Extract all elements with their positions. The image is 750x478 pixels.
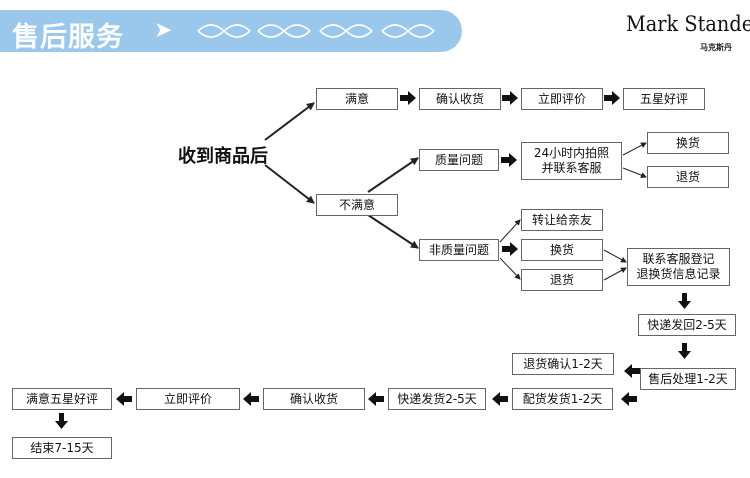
- node-non-quality-issue: 非质量问题: [419, 239, 499, 261]
- node-review-now: 立即评价: [521, 88, 603, 110]
- block-arrow-left-4: [368, 392, 384, 406]
- node-nq-exchange: 换货: [521, 239, 603, 261]
- node-nq-return: 退货: [521, 269, 603, 291]
- banner-arrow-icon: ➤: [154, 18, 173, 43]
- photo-contact-line1: 24小时内拍照: [533, 146, 610, 160]
- register-line2: 退换货信息记录: [636, 267, 721, 281]
- arrow-root-to-unsatisfied: [264, 164, 315, 204]
- node-ship-back: 快递发回2-5天: [638, 314, 736, 336]
- block-arrow-right-1: [400, 91, 416, 105]
- block-arrow-right-3: [604, 91, 620, 105]
- arrow-unsat-to-quality: [367, 157, 419, 193]
- arrow-action-to-return: [622, 167, 647, 178]
- node-quality-return: 退货: [647, 166, 729, 188]
- node-five-star: 五星好评: [623, 88, 705, 110]
- node-unsatisfied: 不满意: [316, 194, 398, 216]
- node-bottom-confirm: 确认收货: [263, 388, 365, 410]
- block-arrow-down-1: [678, 293, 691, 309]
- arrow-nq-to-gift: [499, 219, 521, 243]
- node-photo-contact: 24小时内拍照 并联系客服: [521, 142, 622, 180]
- banner-title: 售后服务: [12, 22, 124, 53]
- node-bottom-five-star: 满意五星好评: [12, 388, 112, 410]
- node-confirm-receipt: 确认收货: [419, 88, 501, 110]
- node-prepare-ship: 配货发货1-2天: [512, 388, 613, 410]
- block-arrow-right-4: [501, 153, 517, 167]
- node-satisfied: 满意: [316, 88, 398, 110]
- header-banner: 售后服务 ➤: [0, 10, 462, 53]
- arrow-exchange-to-register: [603, 249, 627, 263]
- arrow-nq-to-return: [499, 257, 521, 280]
- node-bottom-review: 立即评价: [136, 388, 240, 410]
- root-node: 收到商品后: [178, 146, 268, 167]
- node-return-confirm: 退货确认1-2天: [512, 353, 614, 375]
- arrow-return-to-register: [603, 267, 627, 281]
- register-line1: 联系客服登记: [642, 252, 715, 266]
- block-arrow-down-3: [55, 413, 68, 429]
- block-arrow-right-2: [502, 91, 518, 105]
- node-express-ship: 快递发货2-5天: [388, 388, 486, 410]
- node-quality-issue: 质量问题: [419, 149, 499, 171]
- block-arrow-left-5: [243, 392, 259, 406]
- node-quality-exchange: 换货: [647, 132, 729, 154]
- block-arrow-left-1: [624, 364, 640, 378]
- block-arrow-right-5: [502, 242, 518, 256]
- brand-subtitle: 马克斯丹: [700, 43, 732, 52]
- block-arrow-left-6: [116, 392, 132, 406]
- photo-contact-line2: 并联系客服: [541, 161, 602, 175]
- brand-logo: Mark Standen: [626, 12, 750, 36]
- arrow-root-to-satisfied: [264, 102, 315, 141]
- arrow-action-to-exchange: [622, 142, 647, 156]
- arrow-unsat-to-nonquality: [367, 214, 419, 249]
- block-arrow-left-3: [492, 392, 508, 406]
- node-end: 结束7-15天: [12, 437, 112, 459]
- node-gift-to-friend: 转让给亲友: [521, 209, 603, 231]
- block-arrow-down-2: [678, 343, 691, 359]
- node-register-service: 联系客服登记 退换货信息记录: [627, 248, 730, 286]
- banner-pattern-icon: [197, 24, 435, 38]
- block-arrow-left-2: [621, 392, 637, 406]
- node-after-sales: 售后处理1-2天: [640, 368, 736, 390]
